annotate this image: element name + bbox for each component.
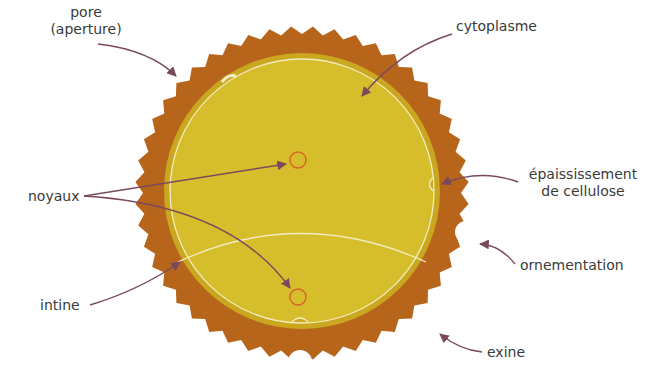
- exine-wall: [135, 26, 468, 359]
- nucleus: [290, 152, 306, 168]
- part-label: pore (aperture): [40, 4, 132, 38]
- cellulose-thickening: [222, 76, 236, 82]
- intine-layer: [164, 53, 440, 329]
- part-label: noyaux: [28, 188, 79, 205]
- part-label: exine: [487, 344, 525, 361]
- part-label: épaississement de cellulose: [521, 166, 645, 200]
- part-label: ornementation: [520, 257, 624, 274]
- generative-cell-wall: [178, 234, 426, 263]
- cytoplasm: [170, 59, 434, 323]
- pore-aperture: [288, 350, 312, 373]
- cell-membrane: [170, 59, 434, 323]
- cellulose-thickening: [292, 318, 308, 322]
- pore-aperture: [455, 221, 477, 243]
- leader-lines: [84, 34, 518, 352]
- part-label: cytoplasme: [456, 18, 537, 35]
- part-label: intine: [40, 297, 80, 314]
- nucleus: [290, 289, 306, 305]
- cellulose-thickening: [430, 178, 434, 191]
- pore-aperture: [178, 40, 202, 64]
